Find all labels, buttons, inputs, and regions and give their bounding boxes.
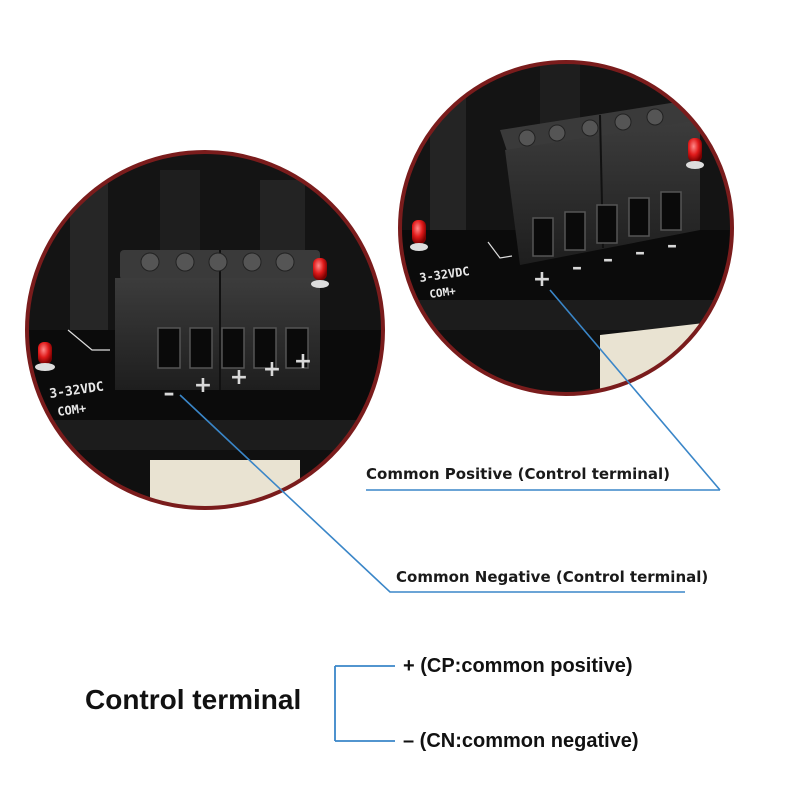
callout-common-positive: Common Positive (Control terminal) (366, 465, 671, 483)
com-label-right: COM+ (429, 284, 457, 301)
legend-positive: + (CP:common positive) (403, 655, 633, 677)
led-right-indicator-icon (311, 258, 329, 288)
pin-sign-right-1: + (533, 267, 551, 292)
led-right-indicator-icon (686, 138, 704, 169)
callout-line-positive (366, 289, 721, 491)
legend-negative: – (CN:common negative) (403, 730, 639, 752)
pin-sign-right-5: – (667, 233, 677, 257)
callout-common-negative: Common Negative (Control terminal) (396, 568, 709, 586)
pin-sign-left-4: + (263, 357, 281, 382)
led-left-indicator-icon (410, 220, 428, 251)
zoom-circle-right: + – – – – 3-32VDC COM+ (398, 60, 734, 396)
pin-sign-left-5: + (294, 349, 312, 374)
pin-sign-left-1: – (164, 381, 175, 406)
legend-bracket (334, 665, 395, 742)
pin-sign-left-3: + (230, 365, 248, 390)
pin-sign-right-3: – (603, 247, 613, 271)
callout-line-negative (179, 394, 685, 593)
led-left-indicator-icon (35, 342, 55, 371)
voltage-label-right: 3-32VDC (418, 264, 470, 285)
com-label-left: COM+ (56, 401, 87, 419)
pin-sign-right-4: – (635, 240, 645, 264)
zoom-circle-left: – + + + + 3-32VDC COM+ (25, 150, 385, 510)
pin-sign-right-2: – (572, 255, 582, 279)
legend-title: Control terminal (85, 684, 302, 715)
pin-sign-left-2: + (194, 373, 212, 398)
